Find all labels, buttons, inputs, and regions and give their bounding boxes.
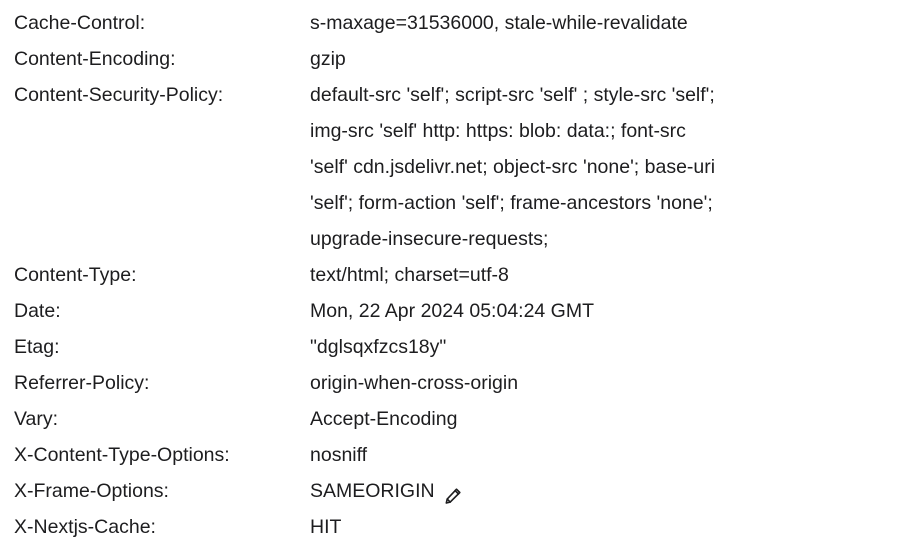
header-value: gzip <box>310 41 850 77</box>
header-value: HIT <box>310 509 850 545</box>
header-value-line: gzip <box>310 48 346 70</box>
header-row-cache-control: Cache-Control: s-maxage=31536000, stale-… <box>0 5 902 41</box>
header-value-line: upgrade-insecure-requests; <box>310 228 549 250</box>
header-name: Content-Encoding: <box>14 48 176 70</box>
header-value-line: Mon, 22 Apr 2024 05:04:24 GMT <box>310 300 595 322</box>
header-value-line: SAMEORIGIN <box>310 480 435 502</box>
response-headers-list: Cache-Control: s-maxage=31536000, stale-… <box>0 5 902 545</box>
header-name: Content-Security-Policy: <box>14 84 224 106</box>
header-value-line: text/html; charset=utf-8 <box>310 264 509 286</box>
header-value-line: 'self' cdn.jsdelivr.net; object-src 'non… <box>310 156 716 178</box>
header-row-content-security-policy: Content-Security-Policy: default-src 'se… <box>0 77 902 257</box>
header-row-referrer-policy: Referrer-Policy: origin-when-cross-origi… <box>0 365 902 401</box>
header-row-vary: Vary: Accept-Encoding <box>0 401 902 437</box>
header-value-line: 'self'; form-action 'self'; frame-ancest… <box>310 192 713 214</box>
header-value: default-src 'self'; script-src 'self' ; … <box>310 77 850 257</box>
header-name: X-Frame-Options: <box>14 480 169 502</box>
header-row-content-encoding: Content-Encoding: gzip <box>0 41 902 77</box>
header-value: SAMEORIGIN <box>310 473 850 509</box>
header-value: origin-when-cross-origin <box>310 365 850 401</box>
header-value: s-maxage=31536000, stale-while-revalidat… <box>310 5 850 41</box>
header-name: Date: <box>14 300 61 322</box>
header-value-line-wrapper: SAMEORIGIN <box>310 473 850 509</box>
header-value: "dglsqxfzcs18y" <box>310 329 850 365</box>
header-value: Mon, 22 Apr 2024 05:04:24 GMT <box>310 293 850 329</box>
header-row-x-frame-options: X-Frame-Options: SAMEORIGIN <box>0 473 902 509</box>
header-value-line: HIT <box>310 516 342 538</box>
header-value-line: default-src 'self'; script-src 'self' ; … <box>310 84 715 106</box>
header-value-line: nosniff <box>310 444 368 466</box>
header-value: nosniff <box>310 437 850 473</box>
header-name: X-Nextjs-Cache: <box>14 516 156 538</box>
header-row-x-content-type-options: X-Content-Type-Options: nosniff <box>0 437 902 473</box>
header-row-content-type: Content-Type: text/html; charset=utf-8 <box>0 257 902 293</box>
header-row-date: Date: Mon, 22 Apr 2024 05:04:24 GMT <box>0 293 902 329</box>
header-name: Etag: <box>14 336 60 358</box>
header-name: Content-Type: <box>14 264 137 286</box>
pencil-icon[interactable] <box>443 482 463 504</box>
header-name: Vary: <box>14 408 59 430</box>
header-name: Cache-Control: <box>14 12 146 34</box>
header-value-line: s-maxage=31536000, stale-while-revalidat… <box>310 12 688 34</box>
header-value-line: Accept-Encoding <box>310 408 458 430</box>
header-value-line: origin-when-cross-origin <box>310 372 519 394</box>
header-value-line: img-src 'self' http: https: blob: data:;… <box>310 120 686 142</box>
header-row-etag: Etag: "dglsqxfzcs18y" <box>0 329 902 365</box>
header-name: X-Content-Type-Options: <box>14 444 230 466</box>
header-row-x-nextjs-cache: X-Nextjs-Cache: HIT <box>0 509 902 545</box>
header-value: Accept-Encoding <box>310 401 850 437</box>
header-value: text/html; charset=utf-8 <box>310 257 850 293</box>
header-value-line: "dglsqxfzcs18y" <box>310 336 447 358</box>
header-name: Referrer-Policy: <box>14 372 150 394</box>
